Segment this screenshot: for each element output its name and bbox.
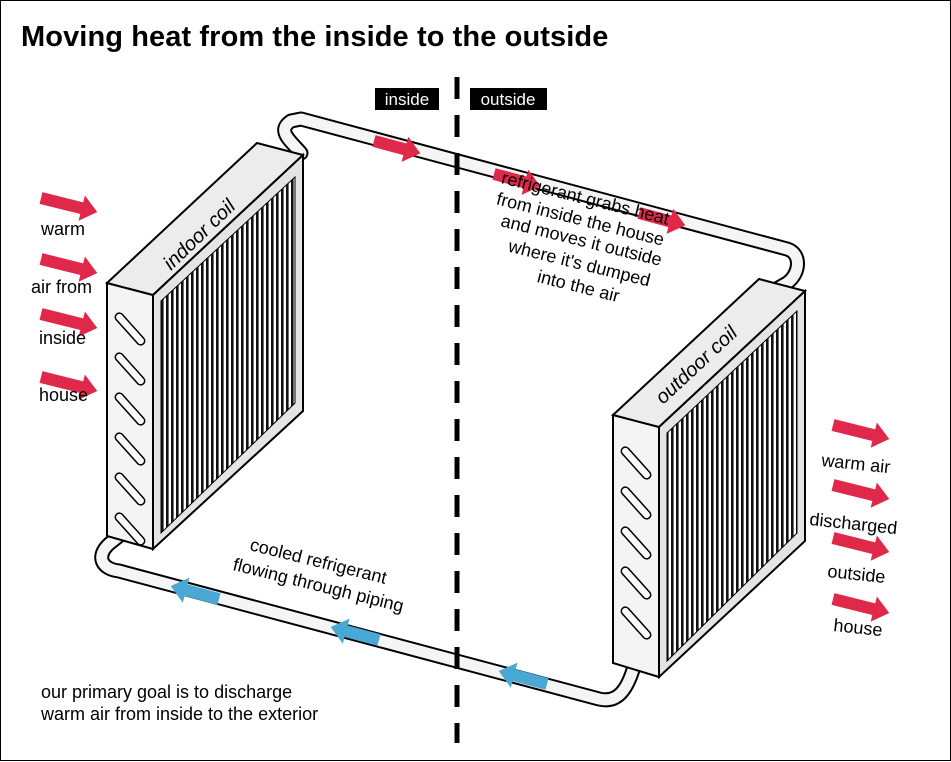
- indoor-coil-bends: [114, 312, 146, 546]
- red-arrow-icon: [39, 308, 98, 337]
- red-arrow-icon: [831, 593, 890, 622]
- left-air-line-4: house: [39, 385, 88, 405]
- red-arrow-icon: [39, 371, 98, 400]
- blue-arrow-icon: [170, 577, 221, 605]
- red-arrow-icon: [831, 532, 890, 561]
- blue-arrow-icon: [330, 618, 381, 646]
- refrigerant-pipe: [94, 111, 805, 708]
- red-arrow-icon: [492, 168, 541, 195]
- refrigerant-heat-note: refrigerant grabs heat from inside the h…: [495, 168, 672, 306]
- left-air-line-2: air from: [31, 277, 92, 297]
- indoor-coil-fins: [160, 175, 296, 535]
- goal-note-line-2: warm air from inside to the exterior: [40, 704, 318, 724]
- red-arrow-icon: [831, 419, 890, 448]
- page-title: Moving heat from the inside to the outsi…: [21, 21, 609, 53]
- outdoor-coil-bends: [620, 446, 652, 640]
- flow-arrows: [39, 135, 890, 690]
- red-arrow-icon: [831, 479, 890, 508]
- outdoor-coil-fins: [666, 309, 798, 663]
- outdoor-coil: outdoor coil: [610, 277, 808, 680]
- left-air-labels: warm air from inside house: [31, 219, 92, 405]
- outside-label-text: outside: [481, 90, 536, 109]
- left-air-line-3: inside: [39, 328, 86, 348]
- inside-label-text: inside: [385, 90, 429, 109]
- red-arrow-icon: [39, 253, 98, 282]
- right-air-line-2: discharged: [809, 509, 899, 538]
- red-arrow-icon: [39, 192, 98, 221]
- red-arrow-icon: [372, 135, 421, 162]
- indoor-coil: indoor coil: [104, 141, 306, 552]
- right-air-line-3: outside: [827, 561, 887, 587]
- zone-label-outside: outside: [470, 88, 547, 110]
- right-air-line-4: house: [833, 615, 884, 640]
- goal-note: our primary goal is to discharge warm ai…: [40, 682, 318, 724]
- right-air-line-1: warm air: [820, 450, 892, 477]
- goal-note-line-1: our primary goal is to discharge: [41, 682, 292, 702]
- red-arrow-icon: [637, 207, 686, 234]
- left-air-line-1: warm: [40, 219, 85, 239]
- zone-label-inside: inside: [375, 88, 439, 110]
- blue-arrow-icon: [498, 662, 549, 690]
